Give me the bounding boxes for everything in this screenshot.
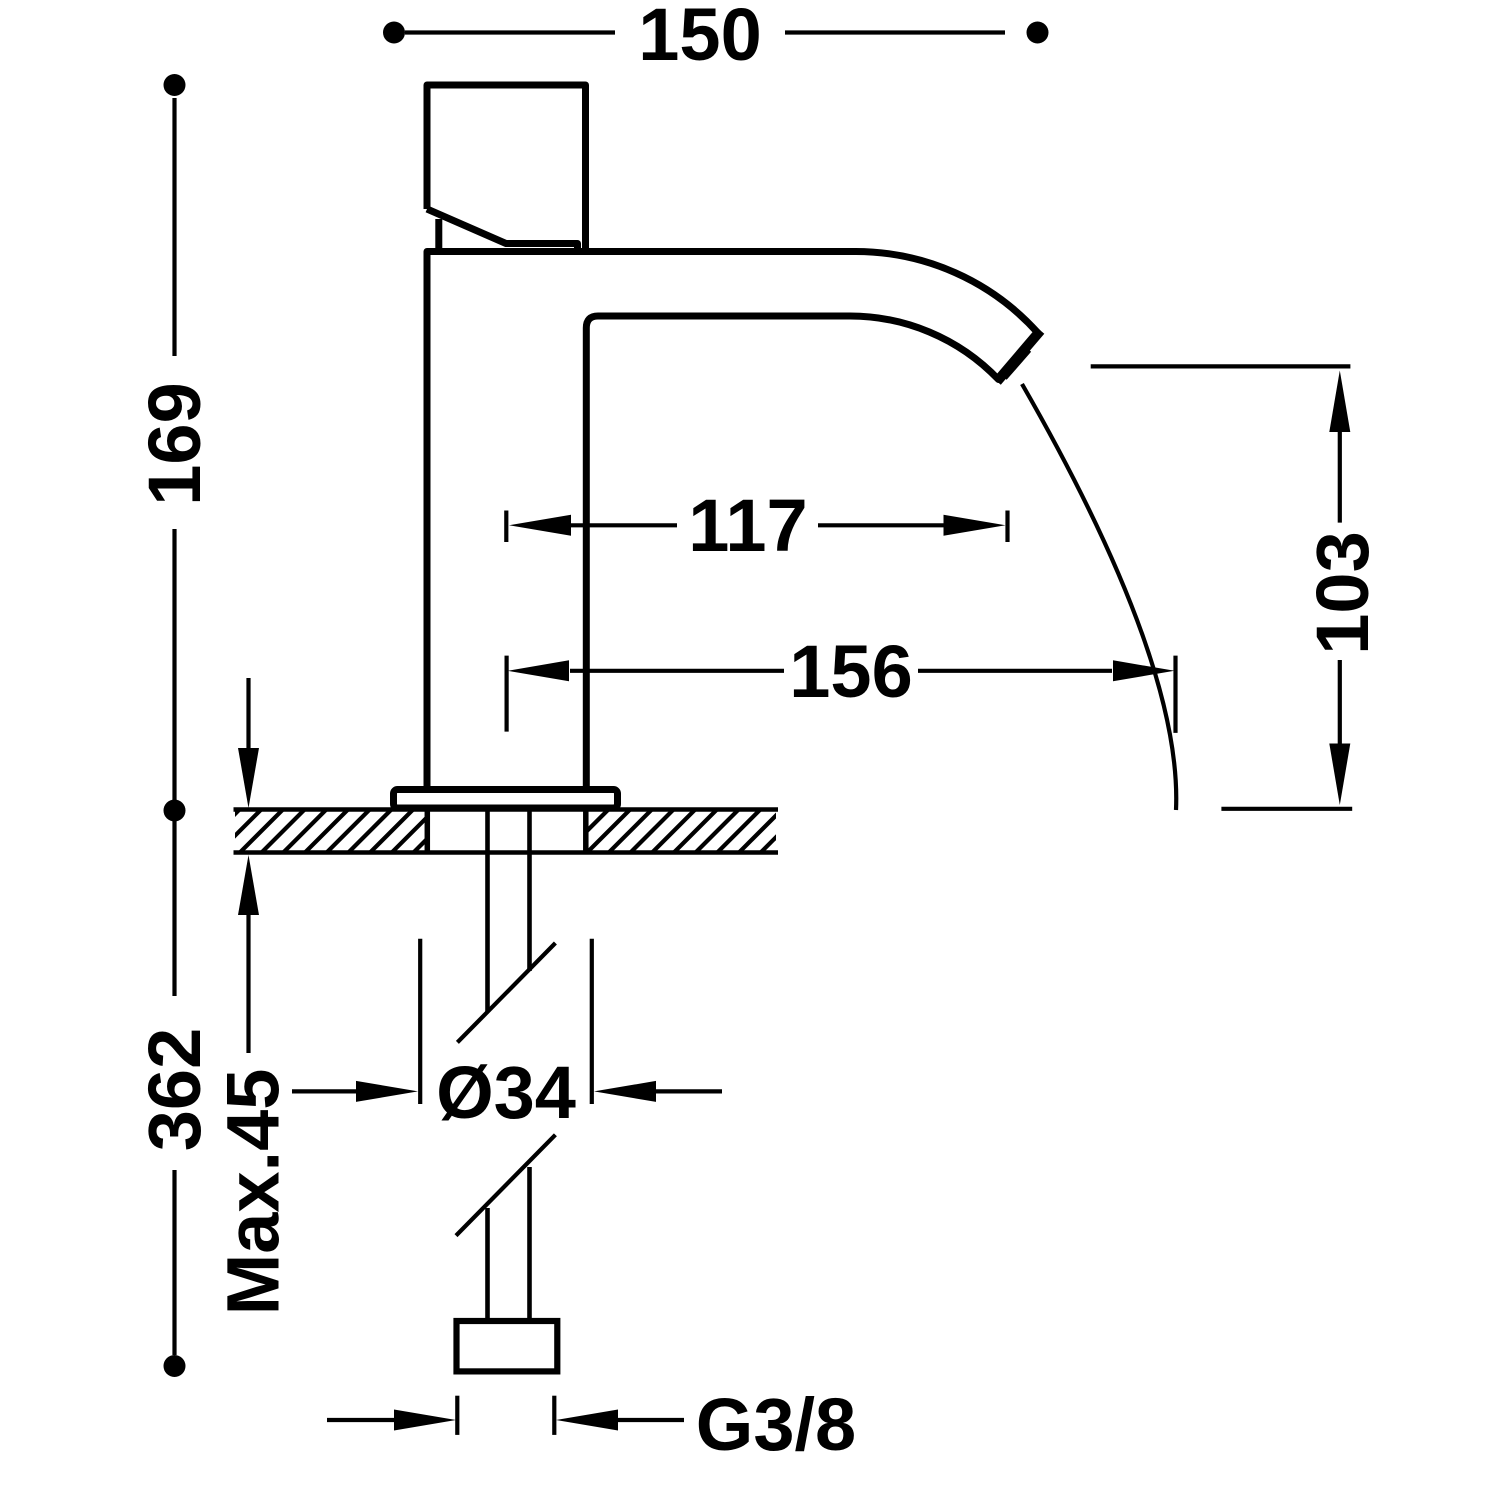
svg-text:117: 117 [688,484,807,567]
svg-text:150: 150 [638,0,761,76]
svg-text:156: 156 [789,630,912,713]
svg-text:362: 362 [133,1028,216,1151]
svg-text:169: 169 [133,382,216,505]
svg-text:G3/8: G3/8 [696,1383,856,1466]
svg-text:Ø34: Ø34 [436,1051,576,1134]
svg-text:103: 103 [1301,531,1384,654]
svg-text:Max.45: Max.45 [212,1069,295,1316]
